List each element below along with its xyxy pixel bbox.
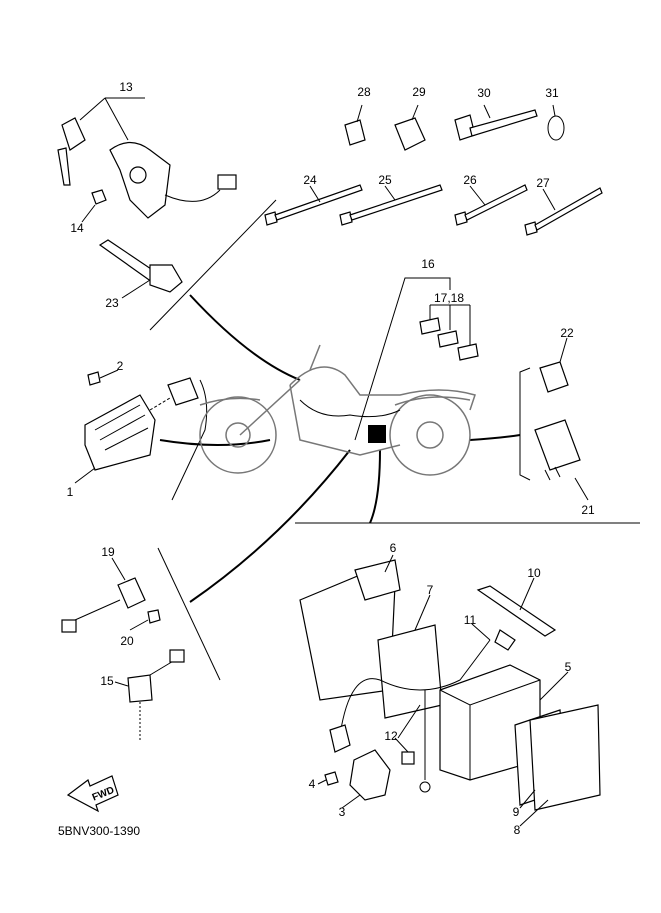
callout-24: 24 [303, 173, 317, 187]
callout-15: 15 [100, 674, 114, 688]
callout-2: 2 [117, 359, 124, 373]
callout-6: 6 [390, 541, 397, 555]
callout-27: 27 [536, 176, 550, 190]
callout-1: 1 [67, 485, 74, 499]
callout-5: 5 [565, 660, 572, 674]
switches-15-19-20: 19 20 15 [61, 545, 185, 740]
callout-26: 26 [463, 173, 477, 187]
callout-23: 23 [105, 296, 119, 310]
motorcycle-silhouette [199, 344, 476, 476]
callout-8: 8 [514, 823, 521, 837]
callout-13: 13 [119, 80, 133, 94]
main-switch-part-13: 13 14 [57, 80, 237, 235]
callout-9: 9 [513, 805, 520, 819]
callout-28: 28 [357, 85, 371, 99]
callout-3: 3 [339, 805, 346, 819]
part-code: 5BNV300-1390 [58, 824, 140, 838]
callout-20: 20 [120, 634, 134, 648]
callout-16: 16 [421, 257, 435, 271]
clamps-28-31: 28 29 30 31 [344, 85, 565, 151]
cable-ties-24-27: 24 25 26 27 [264, 173, 603, 236]
callout-22: 22 [560, 326, 574, 340]
callout-11: 11 [464, 613, 477, 627]
callout-12: 12 [384, 729, 398, 743]
callout-21: 21 [581, 503, 595, 517]
fuses-16-17-18: 16 17,18 [405, 257, 479, 361]
callout-29: 29 [412, 85, 426, 99]
callout-10: 10 [527, 566, 541, 580]
callout-4: 4 [309, 777, 316, 791]
callout-19: 19 [101, 545, 115, 559]
part-23: 23 [98, 239, 183, 310]
relays-21-22: 22 21 [534, 326, 595, 517]
callout-25: 25 [378, 173, 392, 187]
callout-30: 30 [477, 86, 491, 100]
callout-14: 14 [70, 221, 84, 235]
battery-group: 6 7 10 11 5 12 4 3 9 8 [299, 541, 601, 837]
callout-17-18: 17,18 [434, 291, 464, 305]
group-boundaries [149, 199, 640, 681]
fwd-arrow-icon: FWD [66, 775, 119, 813]
rectifier-regulator-1-2: 2 1 [67, 359, 199, 499]
callout-7: 7 [427, 583, 434, 597]
callout-31: 31 [545, 86, 559, 100]
